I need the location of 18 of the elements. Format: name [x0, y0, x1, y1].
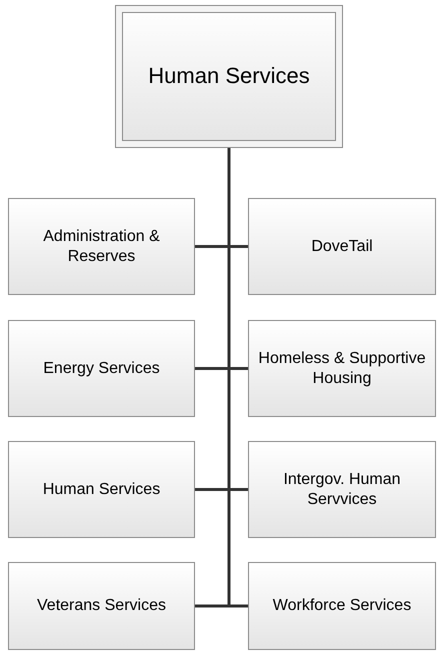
unit-name: Homeless & Supportive Housing [257, 349, 427, 388]
unit-name: Human Services [148, 63, 310, 90]
unit-name: DoveTail [311, 236, 373, 256]
unit-name: Energy Services [43, 358, 160, 378]
org-unit-box [8, 198, 195, 295]
unit-name: Workforce Services [272, 596, 412, 616]
unit-name: Administration & Reserves [42, 227, 161, 266]
org-unit-box [248, 562, 436, 650]
org-unit-box [248, 198, 436, 295]
org-unit-box [8, 441, 195, 538]
org-unit-box [115, 5, 343, 148]
unit-name: Human Services [42, 480, 160, 500]
org-unit-box [248, 441, 436, 538]
org-unit-box [8, 562, 195, 650]
unit-name: Intergov. Human Servvices [282, 470, 402, 509]
unit-name: Veterans Services [37, 596, 166, 616]
org-unit-box [248, 320, 436, 417]
org-unit-box [8, 320, 195, 417]
